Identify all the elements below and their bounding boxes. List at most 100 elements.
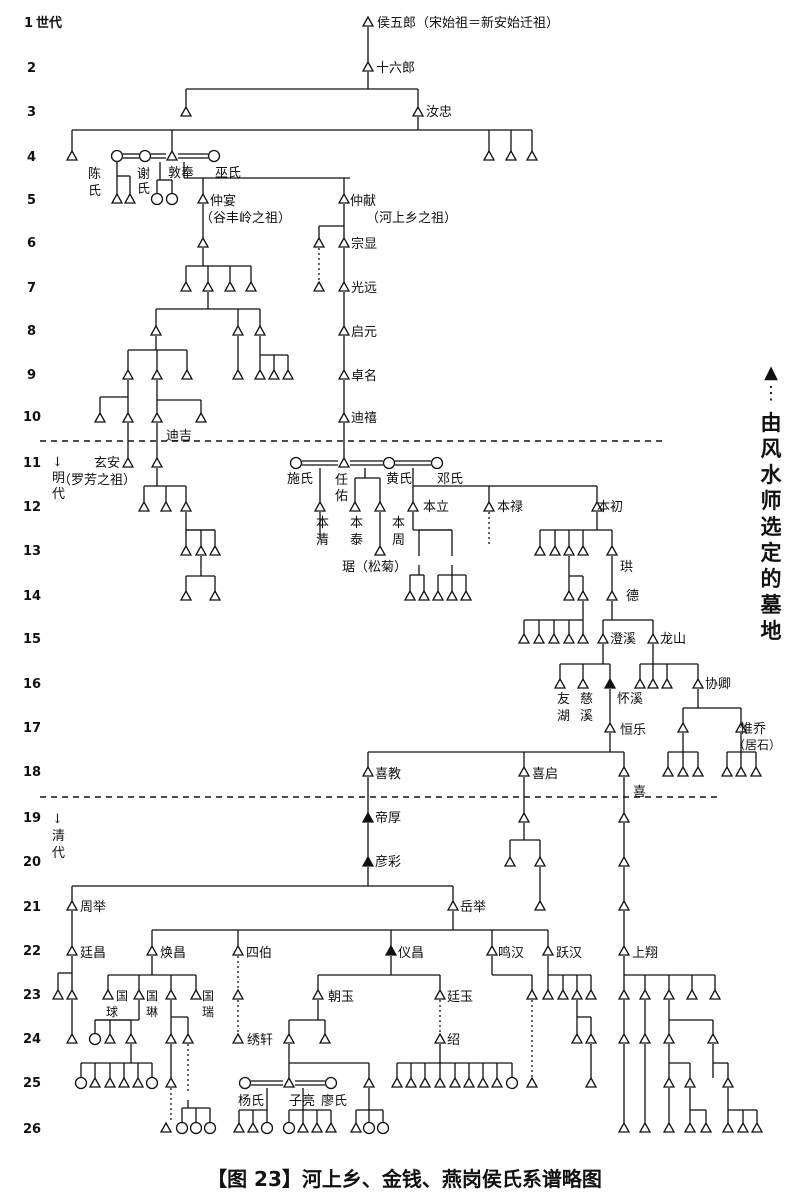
male-icon: [65, 988, 79, 1000]
female-icon: [238, 1076, 252, 1090]
male-icon: [123, 192, 137, 204]
male-icon: [482, 500, 496, 512]
male-icon: [576, 632, 590, 644]
male-icon: [124, 1032, 138, 1044]
generation-number: 25: [23, 1076, 41, 1091]
male-icon: [361, 60, 375, 72]
person-label: （谷丰岭之祖）: [200, 211, 291, 226]
person-label: 启元: [351, 325, 377, 340]
male-icon: [617, 765, 631, 777]
male-icon: [525, 1076, 539, 1088]
generation-number: 15: [23, 632, 41, 647]
person-label: 廖氏: [321, 1093, 347, 1109]
male-grave-selected-icon: [384, 944, 398, 956]
male-icon: [662, 988, 676, 1000]
female-icon: [88, 1032, 102, 1046]
male-icon: [525, 988, 539, 1000]
person-label: （居石）: [733, 738, 781, 752]
male-icon: [661, 765, 675, 777]
male-icon: [131, 1076, 145, 1088]
male-icon: [324, 1121, 338, 1133]
male-icon: [584, 1076, 598, 1088]
male-icon: [337, 280, 351, 292]
female-icon: [382, 456, 396, 470]
male-icon: [282, 1032, 296, 1044]
male-icon: [683, 1121, 697, 1133]
generation-number: 6: [27, 236, 36, 251]
person-label: 佑: [335, 489, 348, 504]
male-icon: [165, 149, 179, 161]
male-icon: [633, 677, 647, 689]
person-label: 帝厚: [375, 810, 401, 826]
male-icon: [223, 280, 237, 292]
male-grave-selected-icon: [361, 855, 375, 867]
male-icon: [617, 811, 631, 823]
person-label: 氏: [137, 182, 150, 197]
person-label: 廷玉: [447, 990, 473, 1005]
male-icon: [232, 1121, 246, 1133]
person-label: 龙山: [660, 632, 686, 647]
male-icon: [121, 368, 135, 380]
female-icon: [376, 1121, 390, 1135]
person-label: 上翔: [632, 946, 658, 961]
male-icon: [164, 1032, 178, 1044]
person-label: 焕昌: [160, 946, 186, 961]
male-icon: [137, 500, 151, 512]
person-label: 任: [335, 473, 348, 488]
male-icon: [194, 411, 208, 423]
male-icon: [208, 544, 222, 556]
person-label: 本立: [423, 500, 449, 515]
male-icon: [683, 1076, 697, 1088]
person-label: 杨氏: [238, 1094, 264, 1109]
male-icon: [533, 544, 547, 556]
male-icon: [517, 765, 531, 777]
generation-number: 19: [23, 811, 41, 826]
male-icon: [311, 988, 325, 1000]
generation-number: 20: [23, 855, 41, 870]
male-icon: [337, 368, 351, 380]
female-icon: [289, 456, 303, 470]
male-icon: [337, 324, 351, 336]
female-icon: [175, 1121, 189, 1135]
male-icon: [348, 500, 362, 512]
male-grave-selected-icon: [361, 811, 375, 823]
person-label: 巫氏: [215, 166, 241, 181]
male-icon: [462, 1076, 476, 1088]
male-icon: [706, 1032, 720, 1044]
male-icon: [720, 765, 734, 777]
male-icon: [282, 1076, 296, 1088]
person-label: 玄安: [94, 456, 120, 471]
male-icon: [150, 411, 164, 423]
male-icon: [65, 1032, 79, 1044]
male-icon: [117, 1076, 131, 1088]
male-icon: [646, 677, 660, 689]
burial-legend-note: 由风水师选定的墓地: [760, 410, 782, 643]
person-label: 鸣汉: [498, 945, 524, 961]
person-label: 惟乔: [740, 722, 766, 737]
male-icon: [584, 1032, 598, 1044]
person-label: 澄溪: [610, 632, 636, 647]
male-icon: [194, 544, 208, 556]
person-label: 岳举: [460, 900, 486, 915]
person-label: 怀溪: [617, 692, 643, 707]
male-icon: [159, 500, 173, 512]
male-icon: [231, 944, 245, 956]
person-label: 周举: [80, 900, 106, 915]
person-label: 本: [350, 516, 363, 531]
person-label: 珙: [620, 560, 633, 575]
male-icon: [208, 589, 222, 601]
male-icon: [404, 1076, 418, 1088]
male-icon: [541, 988, 555, 1000]
burial-legend-symbol: ▲ ⋮: [756, 362, 786, 404]
person-label: 氏: [88, 184, 101, 199]
male-icon: [638, 1032, 652, 1044]
female-icon: [505, 1076, 519, 1090]
male-icon: [196, 236, 210, 248]
female-icon: [165, 192, 179, 206]
generation-number: 12: [23, 500, 41, 515]
generation-number: 13: [23, 544, 41, 559]
male-icon: [490, 1076, 504, 1088]
person-label: 球: [106, 1005, 118, 1019]
person-label: 迪吉: [166, 429, 192, 444]
male-icon: [459, 589, 473, 601]
